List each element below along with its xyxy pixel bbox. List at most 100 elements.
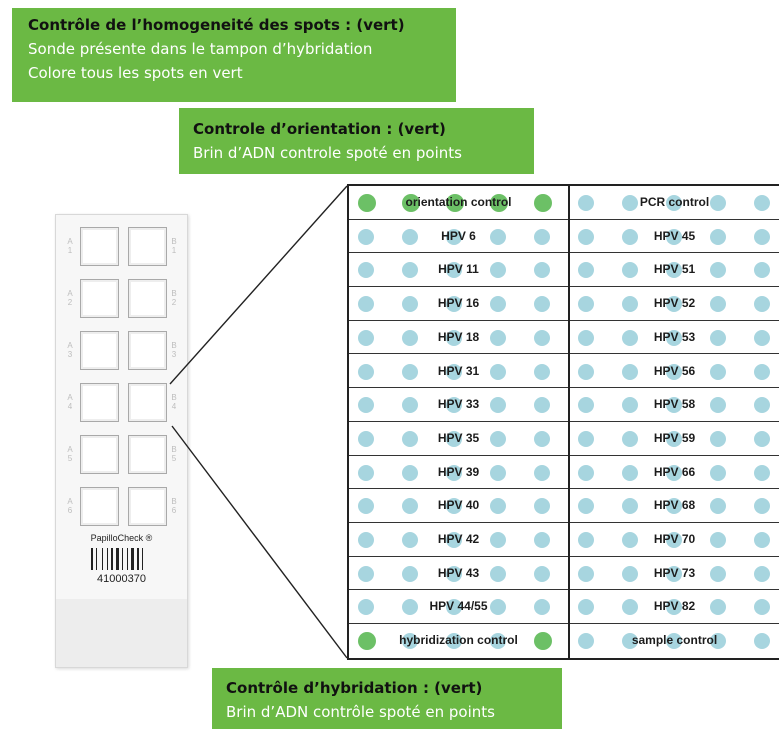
cell-right: sample control — [570, 624, 779, 657]
spot-blue — [402, 296, 418, 313]
spot-blue — [710, 262, 726, 279]
spot-blue — [710, 195, 726, 211]
cell-left: HPV 44/55 — [349, 590, 568, 623]
spot-blue — [534, 329, 550, 346]
spot-blue — [446, 262, 462, 279]
spot-blue — [622, 430, 638, 447]
spot-blue — [754, 397, 770, 414]
spot-green — [358, 632, 376, 651]
callout-homogeneity-control: Contrôle de l’homogeneité des spots : (v… — [12, 8, 456, 102]
spot-blue — [446, 498, 462, 515]
spot-blue — [666, 228, 682, 245]
spot-blue — [710, 397, 726, 414]
spot-blue — [710, 633, 726, 650]
spot-blue — [402, 532, 418, 548]
spot-blue — [402, 633, 418, 650]
spot-blue — [490, 430, 506, 447]
spot-blue — [754, 599, 770, 616]
spot-green — [534, 632, 552, 651]
well-label: A 5 — [67, 445, 73, 463]
spot-blue — [622, 397, 638, 414]
spot-green — [402, 194, 420, 212]
well-label: B 6 — [171, 497, 177, 515]
spot-blue — [666, 498, 682, 515]
callout-line: Brin d’ADN controle spoté en points — [193, 144, 462, 162]
spot-blue — [446, 599, 462, 616]
spot-blue — [578, 532, 594, 548]
well-label: B 2 — [171, 289, 177, 307]
callout-line: Brin d’ADN contrôle spoté en points — [226, 703, 495, 721]
slide-well — [128, 383, 167, 422]
spot-blue — [446, 430, 462, 447]
spot-blue — [358, 397, 374, 414]
spot-blue — [490, 397, 506, 414]
callout-line: Sonde présente dans le tampon d’hybridat… — [28, 40, 373, 58]
callout-line: Colore tous les spots en vert — [28, 64, 243, 82]
spot-blue — [578, 296, 594, 313]
well-label: B 4 — [171, 393, 177, 411]
spot-blue — [578, 363, 594, 380]
spot-blue — [446, 464, 462, 481]
spot-blue — [358, 599, 374, 616]
slide-well — [128, 279, 167, 318]
probe-label: orientation control — [405, 195, 512, 209]
spot-blue — [578, 329, 594, 346]
cell-left: HPV 43 — [349, 557, 568, 590]
spot-blue — [490, 599, 506, 616]
spot-blue — [578, 498, 594, 515]
spot-blue — [446, 633, 462, 650]
probe-label: HPV 44/55 — [429, 599, 488, 614]
probe-label: HPV 51 — [653, 262, 696, 277]
spot-blue — [402, 329, 418, 346]
slide-well — [80, 227, 119, 266]
probe-label: HPV 56 — [653, 363, 696, 378]
spot-blue — [358, 329, 374, 346]
slide-well — [80, 383, 119, 422]
probe-label: HPV 45 — [653, 228, 696, 243]
spot-blue — [446, 363, 462, 380]
spot-blue — [754, 363, 770, 380]
spot-green — [446, 194, 464, 212]
spot-blue — [578, 633, 594, 650]
zoom-line-bottom — [171, 425, 348, 659]
spot-blue — [622, 296, 638, 313]
zoom-line-top — [169, 185, 348, 385]
spot-blue — [666, 262, 682, 279]
spot-blue — [622, 464, 638, 481]
spot-blue — [710, 296, 726, 313]
spot-blue — [578, 464, 594, 481]
slide-well — [128, 227, 167, 266]
spot-blue — [446, 228, 462, 245]
cell-left: HPV 6 — [349, 220, 568, 253]
spot-blue — [710, 363, 726, 380]
spot-blue — [622, 329, 638, 346]
spot-blue — [754, 430, 770, 447]
spot-blue — [358, 565, 374, 582]
spot-blue — [622, 532, 638, 548]
spot-blue — [578, 228, 594, 245]
spot-blue — [622, 498, 638, 515]
slide-well — [128, 331, 167, 370]
spot-blue — [710, 498, 726, 515]
spot-blue — [622, 633, 638, 650]
spot-blue — [490, 464, 506, 481]
slide-well — [80, 279, 119, 318]
callout-title: Controle d’orientation : (vert) — [193, 120, 446, 138]
spot-blue — [754, 633, 770, 650]
probe-label: HPV 40 — [437, 498, 480, 513]
spot-blue — [534, 262, 550, 279]
spot-blue — [490, 329, 506, 346]
slide-brand-label: PapilloCheck ® — [90, 533, 153, 543]
spot-blue — [754, 262, 770, 279]
spot-blue — [754, 498, 770, 515]
spot-blue — [358, 262, 374, 279]
probe-label: HPV 42 — [437, 532, 480, 546]
spot-blue — [666, 296, 682, 313]
well-label: A 1 — [67, 237, 73, 255]
spot-blue — [666, 397, 682, 414]
